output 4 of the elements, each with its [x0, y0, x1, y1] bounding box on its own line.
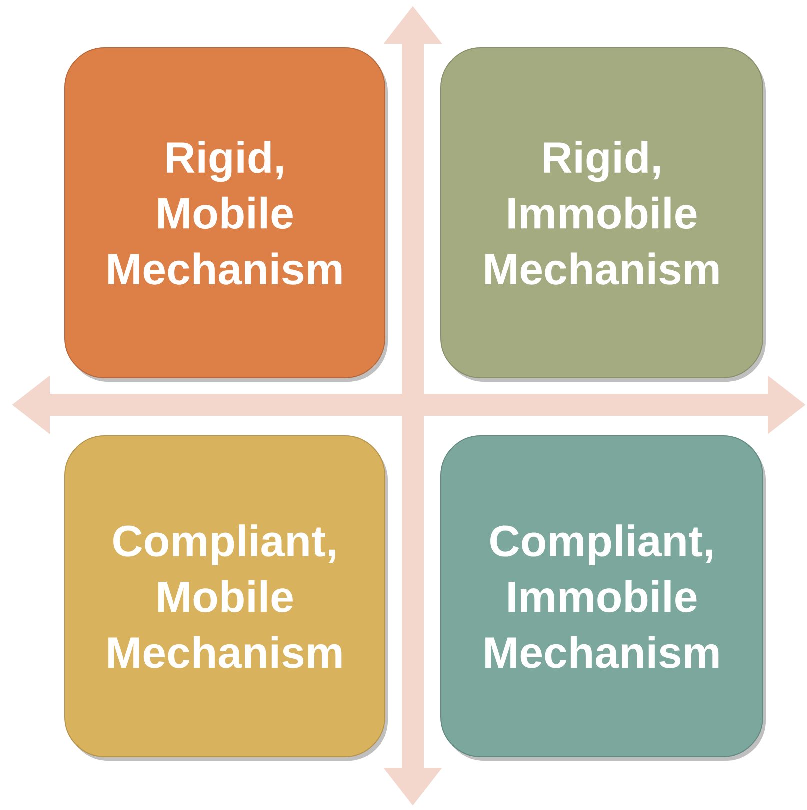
quadrant-box: Rigid, Mobile Mechanism	[64, 48, 388, 382]
quadrant-box: Rigid, Immobile Mechanism	[440, 48, 766, 382]
quadrant-box: Compliant, Mobile Mechanism	[64, 436, 388, 761]
quadrant-box: Compliant, Immobile Mechanism	[440, 436, 766, 761]
